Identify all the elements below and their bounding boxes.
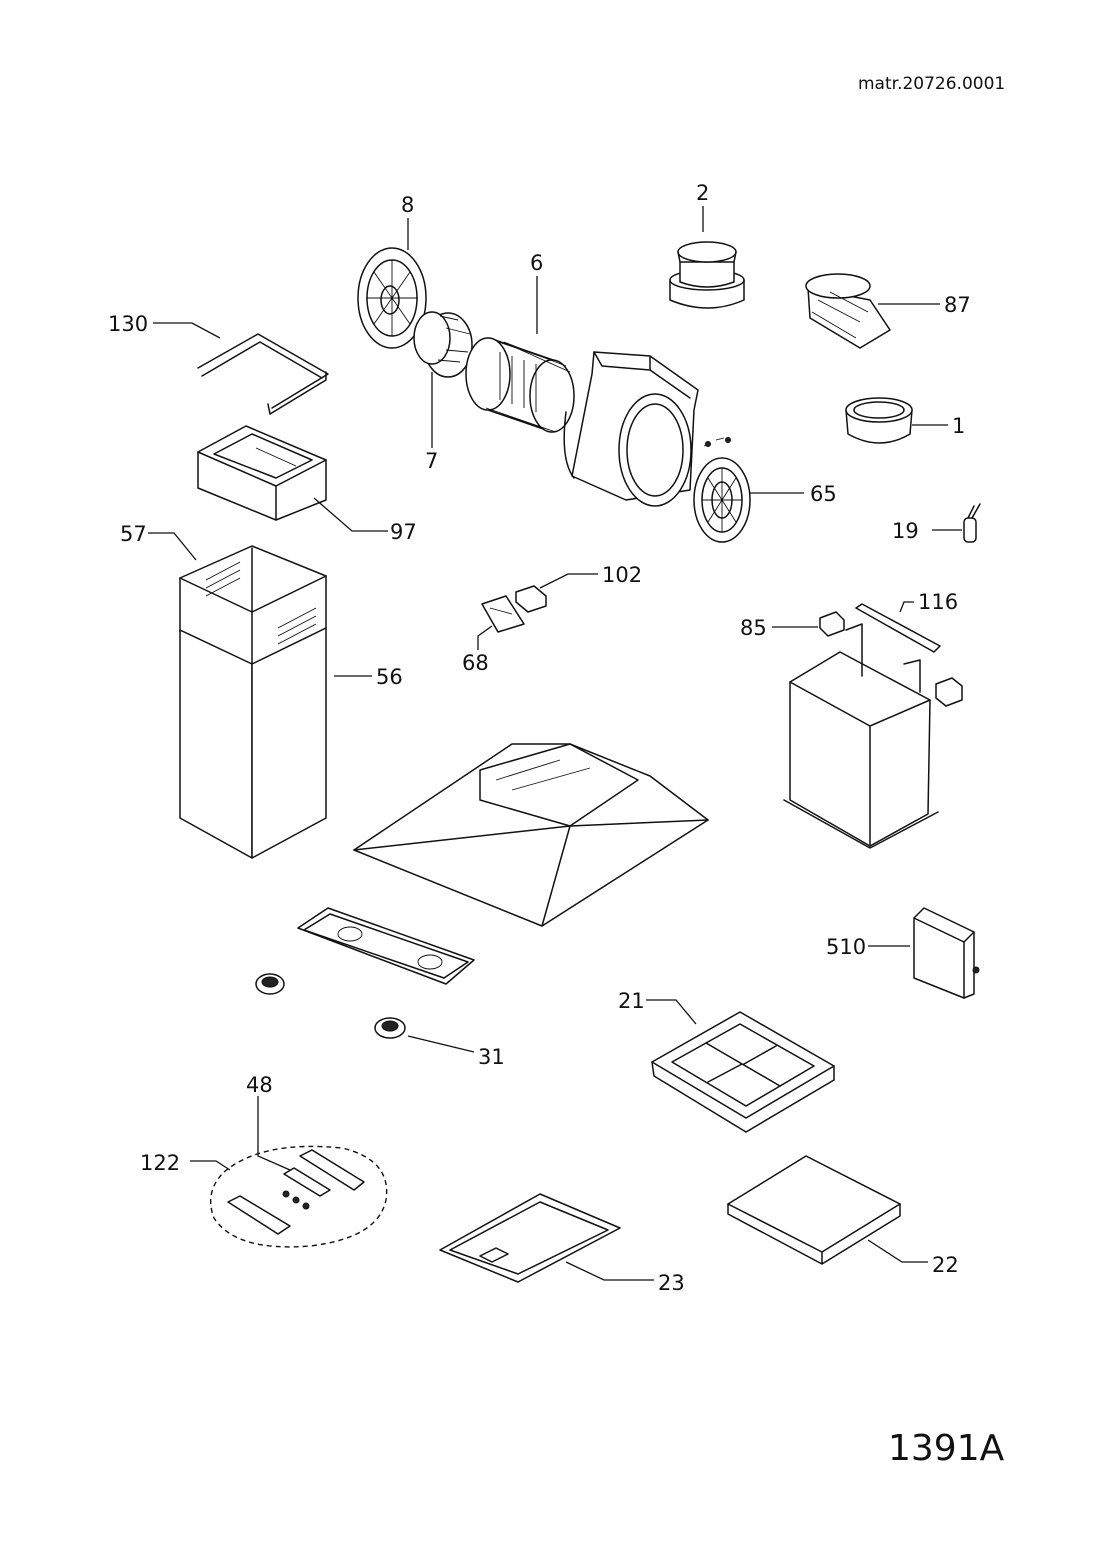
callout-labels: 8 6 2 87 130 1 7 65 19 57 97 102 116 85 … bbox=[108, 181, 971, 1295]
part-97-frame bbox=[197, 425, 327, 521]
callout-97: 97 bbox=[390, 520, 417, 544]
part-57-56-chimney bbox=[179, 545, 327, 859]
leader-lines bbox=[148, 206, 962, 1281]
part-23-grease-filter bbox=[439, 1193, 621, 1283]
part-65-grille bbox=[693, 437, 751, 543]
callout-2: 2 bbox=[696, 181, 709, 205]
diagram-code: 1391A bbox=[888, 1428, 1005, 1469]
hood-canopy bbox=[353, 743, 709, 927]
part-130-bracket bbox=[197, 333, 329, 415]
material-reference: matr.20726.0001 bbox=[858, 74, 1006, 94]
callout-6: 6 bbox=[530, 251, 543, 275]
callout-57: 57 bbox=[120, 522, 147, 546]
callout-122: 122 bbox=[140, 1151, 180, 1175]
part-22-carbon-filter bbox=[727, 1155, 901, 1265]
control-panel-plate bbox=[297, 907, 475, 985]
callout-7: 7 bbox=[425, 449, 438, 473]
part-102-68-module bbox=[481, 585, 547, 633]
part-510-electrical-box bbox=[913, 907, 980, 999]
part-8-motor-plate bbox=[357, 247, 427, 349]
callout-116: 116 bbox=[918, 590, 958, 614]
part-122-48-switch-group bbox=[210, 1145, 388, 1248]
callout-102: 102 bbox=[602, 563, 642, 587]
callout-48: 48 bbox=[246, 1073, 273, 1097]
callout-87: 87 bbox=[944, 293, 971, 317]
callout-56: 56 bbox=[376, 665, 403, 689]
part-87-transition bbox=[805, 273, 891, 349]
knobs bbox=[255, 973, 406, 1039]
callout-65: 65 bbox=[810, 482, 837, 506]
callout-130: 130 bbox=[108, 312, 148, 336]
callout-23: 23 bbox=[658, 1271, 685, 1295]
part-2-spigot bbox=[669, 241, 745, 309]
callout-510: 510 bbox=[826, 935, 866, 959]
part-6-impeller bbox=[465, 337, 575, 433]
callout-68: 68 bbox=[462, 651, 489, 675]
part-21-filter-frame bbox=[651, 1011, 835, 1133]
callout-1: 1 bbox=[952, 414, 965, 438]
callout-8: 8 bbox=[401, 193, 414, 217]
callout-21: 21 bbox=[618, 989, 645, 1013]
callout-85: 85 bbox=[740, 616, 767, 640]
callout-19: 19 bbox=[892, 519, 919, 543]
part-7-motor bbox=[413, 311, 473, 378]
blower-housing bbox=[563, 351, 699, 507]
callout-22: 22 bbox=[932, 1253, 959, 1277]
part-19-capacitor bbox=[963, 503, 981, 543]
part-1-ring bbox=[845, 397, 913, 444]
part-85-116-housing bbox=[783, 603, 963, 849]
callout-31: 31 bbox=[478, 1045, 505, 1069]
